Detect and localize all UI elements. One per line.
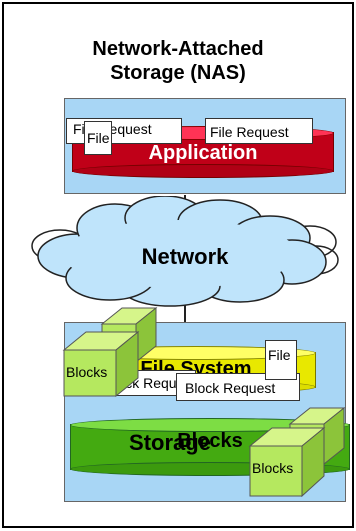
network-label: Network — [141, 244, 229, 269]
title-line-1: Network-Attached — [92, 38, 264, 60]
application-label: Application — [148, 142, 258, 164]
storage-main-label: Storage — [129, 430, 211, 455]
file-request-right: File Request — [205, 118, 313, 144]
storage-cube-front — [248, 426, 326, 498]
blocks-cube-front — [62, 330, 140, 398]
file-system-file-label: File — [268, 347, 291, 363]
blocks-label-lower: Blocks — [252, 460, 294, 476]
block-request-right-label: Block Request — [185, 380, 276, 396]
storage-label: Blocks — [177, 430, 243, 452]
file-document: File — [84, 121, 112, 155]
file-system-file-document: File — [265, 340, 297, 380]
file-request-right-label: File Request — [210, 124, 289, 140]
network-cloud — [31, 196, 339, 307]
blocks-label-upper: Blocks — [66, 364, 108, 380]
file-document-label: File — [87, 130, 110, 146]
title-line-2: Storage (NAS) — [110, 62, 246, 84]
